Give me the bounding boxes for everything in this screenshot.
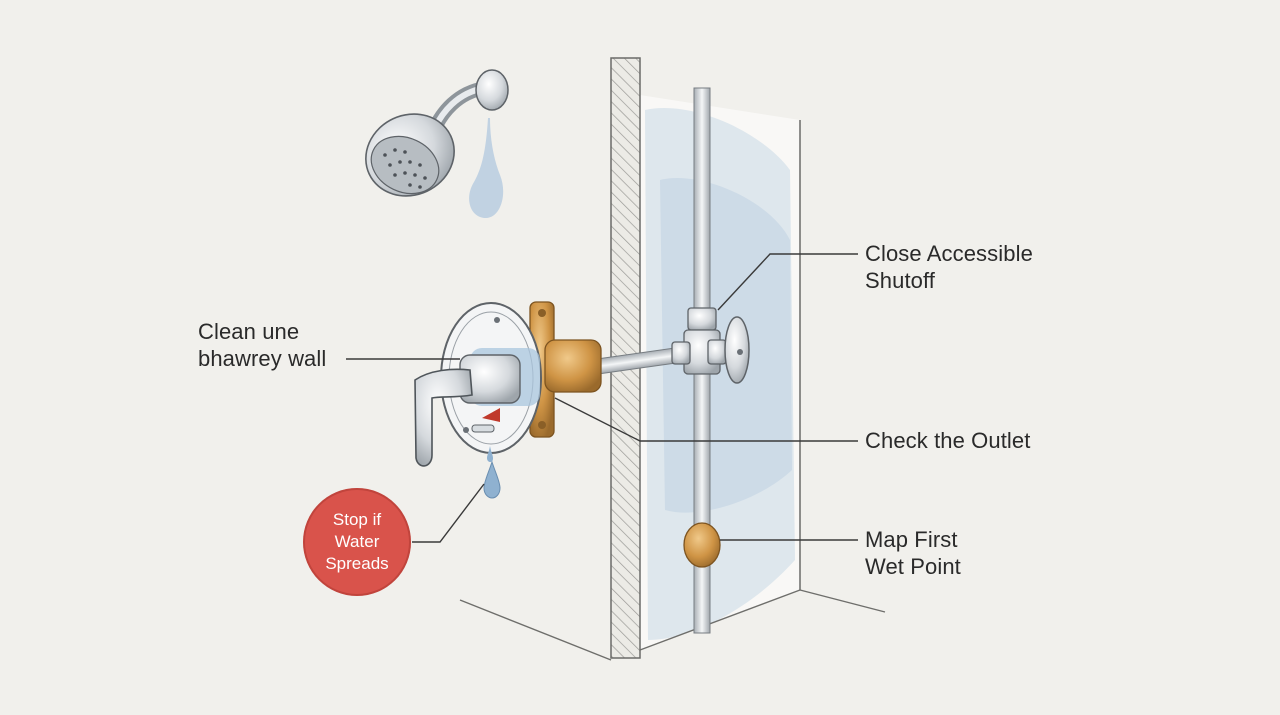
callout-close-shutoff-line1: Close Accessible (865, 241, 1033, 266)
water-drop-icon (469, 118, 504, 218)
wet-point-marker (683, 522, 721, 568)
stop-badge-line1: Stop if (332, 510, 382, 529)
shower-head-icon (365, 69, 509, 197)
callout-map-wet-point-line2: Wet Point (865, 554, 961, 579)
valve-handle-icon (414, 302, 542, 467)
callout-check-outlet: Check the Outlet (865, 427, 1030, 454)
stop-badge-line3: Spreads (325, 554, 389, 573)
stop-badge-line2: Water (334, 532, 380, 551)
callout-close-shutoff-line2: Shutoff (865, 268, 936, 293)
callout-map-wet-point-line1: Map First (865, 527, 958, 552)
callout-clean-wall: Clean une bhawrey wall (198, 318, 326, 372)
callout-close-shutoff: Close Accessible Shutoff (865, 240, 1033, 294)
callout-clean-wall-line2: bhawrey wall (198, 346, 327, 371)
leader-lines (346, 253, 858, 543)
wall-cavity (640, 95, 800, 650)
callout-clean-wall-line1: Clean une (198, 319, 300, 344)
callout-check-outlet-line1: Check the Outlet (865, 428, 1031, 453)
stop-warning-badge: Stop if Water Spreads (303, 488, 411, 596)
shutoff-valve-icon (671, 307, 750, 384)
drip-drop-icon (483, 460, 501, 499)
callout-map-wet-point: Map First Wet Point (865, 526, 961, 580)
floor-lines (459, 589, 886, 661)
